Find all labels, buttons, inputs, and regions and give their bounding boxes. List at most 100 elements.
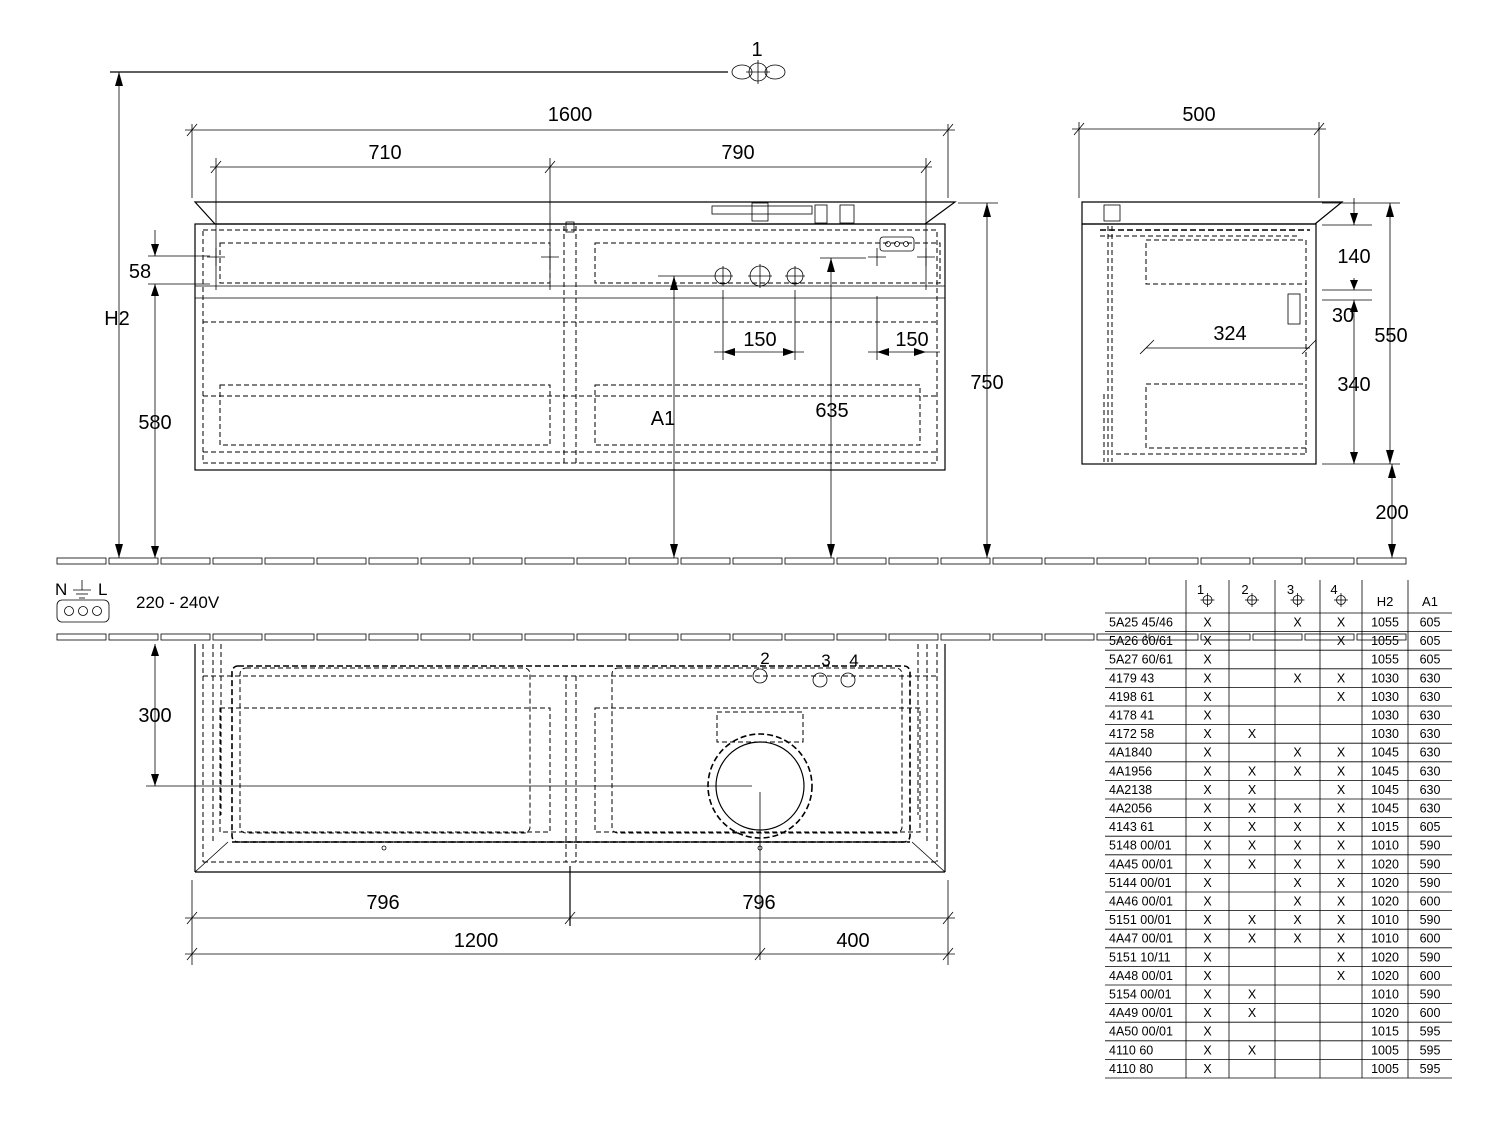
table-cell-model: 5151 00/01 (1109, 913, 1172, 927)
floor-segment (472, 557, 523, 565)
table-cell: 1030 (1371, 690, 1399, 704)
front-elevation (193, 201, 957, 471)
floor-segment (836, 633, 887, 641)
floor-segment (212, 633, 263, 641)
floor-segment (1252, 557, 1303, 565)
table-cell: X (1293, 764, 1302, 778)
floor-segment (264, 557, 315, 565)
table-cell: 605 (1420, 820, 1441, 834)
table-cell: X (1203, 634, 1212, 648)
table-header-valve-4: 4 (1330, 582, 1337, 597)
socket-icon (56, 599, 110, 623)
floor-segment (1252, 633, 1303, 641)
table-cell: X (1248, 1006, 1257, 1020)
table-cell: 1020 (1371, 950, 1399, 964)
table-cell-model: 4A49 00/01 (1109, 1006, 1173, 1020)
table-cell: 1030 (1371, 727, 1399, 741)
table-cell-model: 4A45 00/01 (1109, 857, 1173, 871)
table-cell: X (1203, 616, 1212, 630)
floor-segment (628, 633, 679, 641)
table-cell: X (1293, 746, 1302, 760)
floor-segment (368, 557, 419, 565)
table-cell: 1045 (1371, 802, 1399, 816)
table-cell: 590 (1420, 988, 1441, 1002)
table-cell: 1020 (1371, 857, 1399, 871)
table-cell: 1030 (1371, 671, 1399, 685)
table-cell: 1010 (1371, 913, 1399, 927)
table-cell: 1010 (1371, 839, 1399, 853)
table-cell: 1030 (1371, 709, 1399, 723)
valve-icon (785, 266, 805, 286)
table-cell: 1055 (1371, 616, 1399, 630)
voltage-label: 220 - 240V (136, 593, 220, 612)
floor-segment (56, 633, 107, 641)
table-cell-model: 5151 10/11 (1109, 950, 1171, 964)
table-cell: X (1248, 802, 1257, 816)
table-cell: X (1203, 802, 1212, 816)
dim-324-label: 324 (1213, 323, 1246, 345)
table-cell: X (1203, 913, 1212, 927)
table-cell: X (1203, 1006, 1212, 1020)
table-cell: 595 (1420, 1025, 1441, 1039)
floor-segment (1148, 557, 1199, 565)
table-cell: X (1203, 1062, 1212, 1076)
table-cell: X (1203, 876, 1212, 890)
floor-segment (1356, 557, 1407, 565)
table-cell: 1015 (1371, 820, 1399, 834)
floor-line-upper (56, 557, 1407, 565)
floor-segment (1096, 557, 1147, 565)
dim-30-label: 30 (1332, 305, 1354, 327)
floor-segment (992, 557, 1043, 565)
dim-500: 500 (1072, 104, 1326, 198)
floor-segment (108, 557, 159, 565)
table-cell-model: 4143 61 (1109, 820, 1154, 834)
dim-58-580: 58 580 (129, 230, 210, 558)
table-cell: X (1337, 876, 1346, 890)
table-cell: X (1248, 913, 1257, 927)
table-cell-model: 5A27 60/61 (1109, 653, 1173, 667)
valve-icon (1200, 593, 1215, 607)
table-cell: X (1293, 895, 1302, 909)
earth-ground-icon (73, 580, 91, 599)
socket-icon (879, 236, 915, 252)
table-cell: X (1203, 709, 1212, 723)
table-cell-model: 4A50 00/01 (1109, 1025, 1173, 1039)
table-cell: X (1203, 969, 1212, 983)
table-cell: 590 (1420, 857, 1441, 871)
floor-segment (160, 633, 211, 641)
table-cell-model: 4110 80 (1109, 1062, 1153, 1076)
floor-segment (1356, 633, 1407, 641)
table-cell: 1055 (1371, 634, 1399, 648)
floor-segment (1200, 557, 1251, 565)
table-cell-model: 5A26 60/61 (1109, 634, 1173, 648)
floor-segment (1304, 633, 1355, 641)
table-cell-model: 4A47 00/01 (1109, 932, 1173, 946)
floor-segment (524, 557, 575, 565)
dim-340-label: 340 (1337, 374, 1370, 396)
table-cell: X (1293, 932, 1302, 946)
table-cell: X (1337, 802, 1346, 816)
table-cell: 600 (1420, 1006, 1441, 1020)
dim-790-label: 790 (721, 142, 754, 164)
dim-580-label: 580 (138, 412, 171, 434)
valve-icon (1290, 593, 1305, 607)
table-cell: X (1203, 1043, 1212, 1057)
table-cell: 630 (1420, 783, 1441, 797)
table-cell-model: 4179 43 (1109, 671, 1154, 685)
table-cell-model: 5148 00/01 (1109, 839, 1172, 853)
table-cell: X (1203, 746, 1212, 760)
table-cell-model: 4A1956 (1109, 764, 1152, 778)
electrical-block: N L 220 - 240V (55, 580, 220, 623)
floor-segment (420, 633, 471, 641)
dim-400-label: 400 (836, 930, 869, 952)
plan-view: 2 3 4 (194, 644, 946, 873)
